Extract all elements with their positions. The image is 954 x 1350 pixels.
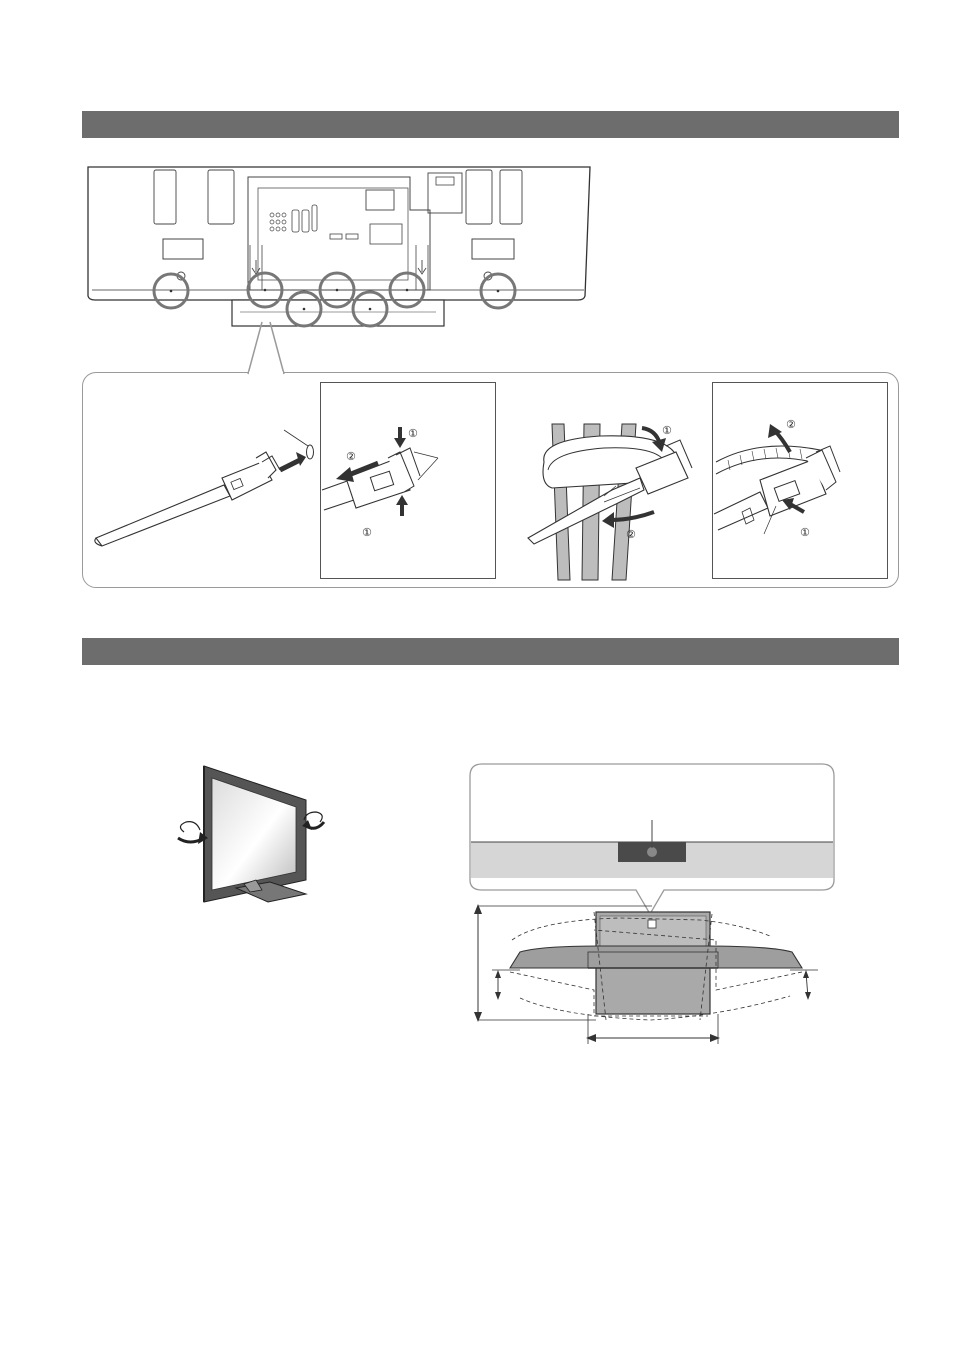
tv-swivel-top-view-illustration [0,0,954,1350]
